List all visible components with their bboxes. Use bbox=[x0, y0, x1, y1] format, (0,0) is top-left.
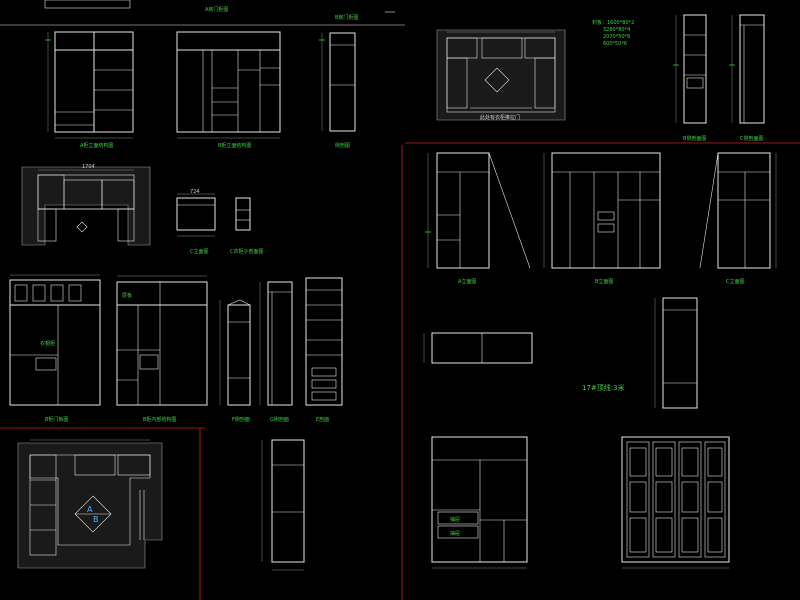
b-inner-elevation bbox=[116, 275, 208, 406]
view-b-caption: B柜立面结构图 bbox=[218, 142, 251, 149]
c-side-caption: C衣柜子剖面图 bbox=[230, 248, 264, 255]
top-line-profile bbox=[423, 332, 533, 364]
side-section-1 bbox=[319, 32, 356, 132]
size-note-2: 2070*50*6 bbox=[603, 34, 630, 40]
plan-dim-top: 1704 bbox=[82, 164, 95, 170]
c-section-top-right bbox=[729, 14, 765, 124]
plan-bottom-left bbox=[17, 439, 163, 569]
compass-a: A bbox=[87, 505, 93, 514]
e-section bbox=[305, 277, 343, 406]
compass-rose bbox=[74, 495, 112, 533]
elevation-a bbox=[45, 31, 134, 139]
b-elevation-right bbox=[543, 152, 661, 269]
g-section bbox=[259, 281, 293, 406]
header-b: B房门柜图 bbox=[335, 14, 358, 21]
f-section bbox=[219, 299, 251, 406]
b-section-caption: B侧剖面图 bbox=[683, 135, 706, 142]
b-section-top-right bbox=[673, 14, 707, 124]
tall-section-right bbox=[654, 297, 698, 409]
c-section-caption: C侧剖面图 bbox=[740, 135, 764, 142]
c-side-small bbox=[235, 197, 251, 231]
c-elevation-small bbox=[176, 193, 216, 237]
c-elevation-right bbox=[699, 152, 777, 269]
g-caption: G侧剖面 bbox=[270, 416, 289, 423]
size-note-0: 封板：1600*80*2 bbox=[592, 19, 634, 26]
plan-c bbox=[21, 166, 151, 246]
side-section-caption: 侧剖图 bbox=[335, 142, 350, 149]
size-note-1: 3280*80*4 bbox=[603, 27, 630, 33]
cabinet-elevation-lower-right bbox=[431, 436, 528, 569]
drawer-note-2: 抽屉 bbox=[450, 530, 460, 537]
tall-cabinet-bottom-left bbox=[261, 439, 305, 571]
f-caption: F侧剖面 bbox=[232, 416, 250, 423]
b-door-elevation bbox=[9, 274, 101, 406]
b-elevation-caption: B立面图 bbox=[595, 278, 613, 285]
compass-b: B bbox=[93, 515, 99, 524]
four-door-panel bbox=[621, 436, 730, 569]
b-door-caption: B柜门板图 bbox=[45, 416, 68, 423]
e-caption: E剖面 bbox=[316, 416, 329, 423]
b-inner-note: 层板 bbox=[122, 292, 132, 299]
plan-caption-top-right: 此处有衣柜推拉门 bbox=[480, 114, 520, 121]
plan-top-right bbox=[436, 29, 566, 121]
a-elevation-caption: A立面图 bbox=[458, 278, 476, 285]
c-dim: 724 bbox=[190, 189, 200, 195]
top-line-note: 17#顶线:3米 bbox=[582, 383, 625, 392]
view-a-caption: A柜立面结构图 bbox=[80, 142, 113, 149]
drawer-note-1: 抽屉 bbox=[450, 516, 460, 523]
header-a: A房门柜图 bbox=[205, 6, 228, 13]
size-note-3: 600*50*6 bbox=[603, 41, 627, 47]
b-inner-caption: B柜内部结构图 bbox=[143, 416, 176, 423]
a-elevation-right bbox=[425, 152, 531, 269]
elevation-b bbox=[176, 31, 281, 139]
c-view-caption: C立面图 bbox=[190, 248, 209, 255]
c-elevation-caption: C立面图 bbox=[726, 278, 745, 285]
b-door-note: 衣帽柜 bbox=[40, 340, 55, 347]
